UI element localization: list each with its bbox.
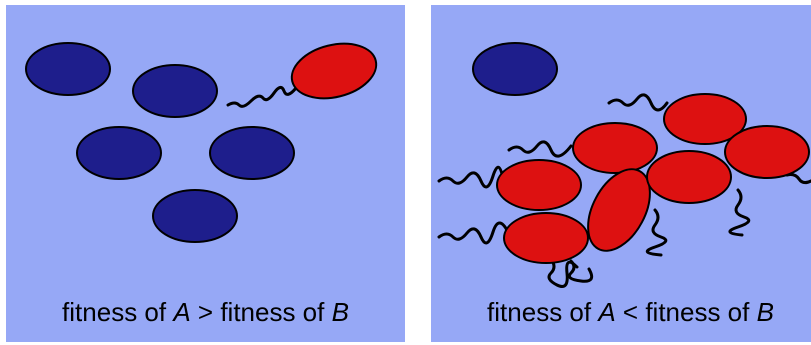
panel-left: fitness of A > fitness of B <box>6 5 405 342</box>
flagellum-b <box>569 261 591 281</box>
cells-left <box>6 5 405 342</box>
cell-a <box>133 65 217 117</box>
caption-right: fitness of A < fitness of B <box>431 297 811 328</box>
cell-b <box>286 35 382 106</box>
cell-a <box>153 190 237 242</box>
cell-b <box>647 151 731 203</box>
panel-right: fitness of A < fitness of B <box>431 5 811 342</box>
cell-b <box>504 213 588 263</box>
flagellum-b <box>439 223 509 243</box>
flagellum-b <box>787 175 811 186</box>
cell-a <box>473 43 557 95</box>
cell-a <box>210 127 294 179</box>
flagellum-b <box>730 190 749 235</box>
flagellum-b <box>647 210 666 255</box>
flagellum-b <box>439 167 503 187</box>
cell-a <box>26 43 110 95</box>
flagellum-b <box>509 142 571 156</box>
caption-left: fitness of A > fitness of B <box>6 297 405 328</box>
flagellum-b <box>228 87 296 106</box>
cells-right <box>431 5 811 342</box>
cell-b <box>497 160 581 210</box>
flagellum-b <box>609 95 667 110</box>
cell-a <box>77 127 161 179</box>
cell-b <box>725 126 809 178</box>
cell-b <box>573 123 657 173</box>
